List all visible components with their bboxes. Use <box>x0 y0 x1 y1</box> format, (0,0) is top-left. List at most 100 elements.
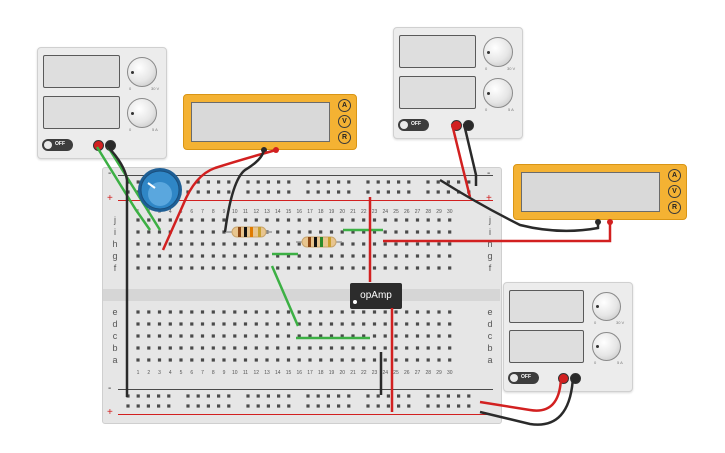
breadboard-hole[interactable] <box>383 310 387 314</box>
breadboard-hole[interactable] <box>297 266 301 270</box>
breadboard-hole[interactable] <box>222 266 226 270</box>
breadboard-hole[interactable] <box>196 180 200 184</box>
breadboard-hole[interactable] <box>340 230 344 234</box>
breadboard-hole[interactable] <box>319 310 323 314</box>
breadboard-hole[interactable] <box>319 266 323 270</box>
breadboard-hole[interactable] <box>211 242 215 246</box>
breadboard-hole[interactable] <box>287 190 291 194</box>
breadboard-hole[interactable] <box>407 190 411 194</box>
breadboard-hole[interactable] <box>405 310 409 314</box>
breadboard-hole[interactable] <box>329 358 334 362</box>
breadboard-hole[interactable] <box>437 346 441 350</box>
breadboard-hole[interactable] <box>426 394 430 398</box>
breadboard-hole[interactable] <box>329 230 334 234</box>
breadboard-hole[interactable] <box>426 334 430 338</box>
breadboard-hole[interactable] <box>297 230 301 234</box>
breadboard-hole[interactable] <box>362 266 366 270</box>
breadboard-hole[interactable] <box>287 404 291 408</box>
breadboard-hole[interactable] <box>362 310 366 314</box>
current-knob[interactable] <box>127 98 157 128</box>
breadboard-hole[interactable] <box>147 346 151 350</box>
breadboard-hole[interactable] <box>351 266 355 270</box>
breadboard-hole[interactable] <box>394 322 398 326</box>
breadboard-hole[interactable] <box>266 190 270 194</box>
breadboard-hole[interactable] <box>308 334 312 338</box>
breadboard-hole[interactable] <box>337 394 341 398</box>
breadboard-hole[interactable] <box>227 190 231 194</box>
breadboard-hole[interactable] <box>437 242 441 246</box>
breadboard-hole[interactable] <box>276 334 280 338</box>
breadboard-hole[interactable] <box>446 404 450 408</box>
breadboard-hole[interactable] <box>147 266 151 270</box>
breadboard-hole[interactable] <box>448 310 452 314</box>
breadboard-hole[interactable] <box>436 394 440 398</box>
negative-jack[interactable] <box>570 373 581 384</box>
breadboard-hole[interactable] <box>405 334 409 338</box>
breadboard-hole[interactable] <box>190 346 194 350</box>
breadboard-hole[interactable] <box>397 404 401 408</box>
breadboard-hole[interactable] <box>394 358 398 362</box>
breadboard-hole[interactable] <box>372 358 377 362</box>
breadboard-hole[interactable] <box>179 346 183 350</box>
current-knob[interactable] <box>592 332 621 361</box>
breadboard-hole[interactable] <box>243 310 248 314</box>
breadboard-hole[interactable] <box>233 242 237 246</box>
breadboard-hole[interactable] <box>436 180 440 184</box>
breadboard-hole[interactable] <box>246 180 250 184</box>
breadboard-hole[interactable] <box>217 394 221 398</box>
breadboard-hole[interactable] <box>326 404 330 408</box>
breadboard-hole[interactable] <box>190 322 194 326</box>
breadboard-hole[interactable] <box>168 266 172 270</box>
breadboard-hole[interactable] <box>147 242 151 246</box>
breadboard-hole[interactable] <box>286 310 291 314</box>
breadboard-hole[interactable] <box>266 180 270 184</box>
resistance-mode-button[interactable]: R <box>338 131 351 144</box>
breadboard-hole[interactable] <box>383 358 387 362</box>
breadboard-hole[interactable] <box>319 334 323 338</box>
breadboard-hole[interactable] <box>168 254 172 258</box>
breadboard-hole[interactable] <box>319 346 323 350</box>
breadboard-hole[interactable] <box>190 254 194 258</box>
breadboard-hole[interactable] <box>286 322 291 326</box>
breadboard-hole[interactable] <box>254 310 258 314</box>
breadboard-hole[interactable] <box>265 254 269 258</box>
breadboard-hole[interactable] <box>217 190 221 194</box>
breadboard-hole[interactable] <box>256 190 260 194</box>
breadboard-hole[interactable] <box>157 322 162 326</box>
breadboard-hole[interactable] <box>426 254 430 258</box>
breadboard-hole[interactable] <box>168 358 172 362</box>
breadboard-hole[interactable] <box>415 242 420 246</box>
breadboard-hole[interactable] <box>319 322 323 326</box>
opamp-chip[interactable]: opAmp <box>350 283 402 309</box>
breadboard-hole[interactable] <box>179 334 183 338</box>
breadboard-hole[interactable] <box>136 322 140 326</box>
breadboard-hole[interactable] <box>265 322 269 326</box>
breadboard-hole[interactable] <box>276 254 280 258</box>
breadboard-hole[interactable] <box>448 346 452 350</box>
breadboard-hole[interactable] <box>211 334 215 338</box>
breadboard-hole[interactable] <box>136 394 140 398</box>
breadboard-hole[interactable] <box>415 230 420 234</box>
breadboard-hole[interactable] <box>446 180 450 184</box>
breadboard-hole[interactable] <box>211 358 215 362</box>
breadboard-hole[interactable] <box>340 346 344 350</box>
breadboard-hole[interactable] <box>407 180 411 184</box>
breadboard-hole[interactable] <box>265 334 269 338</box>
amps-mode-button[interactable]: A <box>338 99 351 112</box>
breadboard-hole[interactable] <box>340 322 344 326</box>
breadboard-hole[interactable] <box>376 180 380 184</box>
breadboard-hole[interactable] <box>306 394 310 398</box>
breadboard-hole[interactable] <box>351 322 355 326</box>
breadboard-hole[interactable] <box>246 394 250 398</box>
breadboard-hole[interactable] <box>383 218 387 222</box>
breadboard-hole[interactable] <box>147 254 151 258</box>
breadboard-hole[interactable] <box>337 404 341 408</box>
breadboard-hole[interactable] <box>265 242 269 246</box>
power-supply-bottom-right[interactable]: 0 30 V 0 5 A OFF <box>503 282 633 392</box>
breadboard-hole[interactable] <box>426 322 430 326</box>
breadboard-hole[interactable] <box>376 394 380 398</box>
breadboard-hole[interactable] <box>426 230 430 234</box>
breadboard-hole[interactable] <box>276 310 280 314</box>
breadboard-hole[interactable] <box>265 346 269 350</box>
breadboard-hole[interactable] <box>437 266 441 270</box>
